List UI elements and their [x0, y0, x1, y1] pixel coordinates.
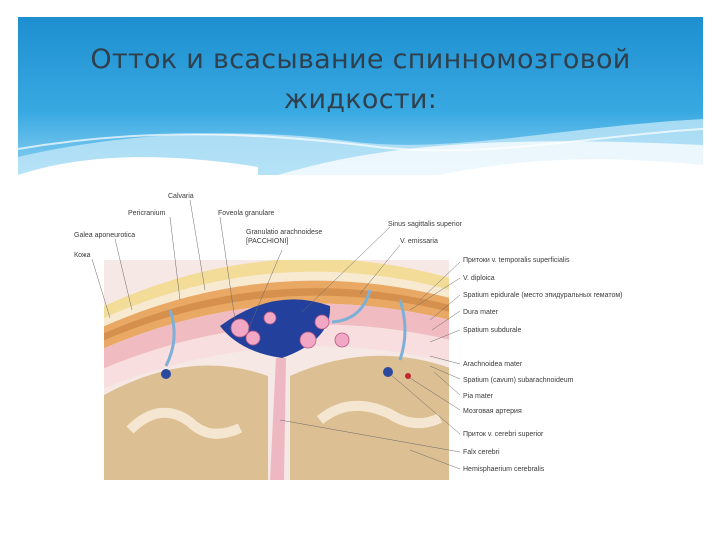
emissary-vein — [331, 289, 372, 324]
subarachnoid-space — [104, 324, 449, 389]
label-skin: Кожа — [74, 252, 91, 259]
leader-lines — [91, 199, 461, 470]
label-cerebral-artery: Мозговая артерия — [463, 408, 522, 415]
label-calvaria: Calvaria — [168, 193, 194, 200]
calvaria-bone — [104, 280, 449, 349]
cerebral-artery — [405, 373, 411, 379]
label-granulatio-line1: Granulatio arachnoidese — [246, 229, 322, 236]
label-v-emissaria: V. emissaria — [400, 238, 438, 245]
label-spatium-epidurale: Spatium epidurale (место эпидуральных ге… — [463, 292, 623, 299]
wave-background — [18, 17, 703, 175]
label-spatium-subarachnoideum: Spatium (cavum) subarachnoideum — [463, 377, 574, 384]
galea-layer — [104, 271, 449, 327]
arachnoid-granulations — [230, 311, 350, 349]
label-dura-mater: Dura mater — [463, 309, 499, 316]
slide-title-line-2: жидкости: — [283, 84, 438, 115]
label-pia-mater: Pia mater — [463, 393, 494, 400]
right-hemisphere — [290, 355, 449, 480]
dura-mater-layer — [104, 303, 449, 369]
label-hemisphaerium: Hemisphaerium cerebralis — [463, 466, 545, 473]
cerebral-vein — [161, 369, 171, 379]
falx-cerebri — [270, 358, 286, 480]
label-galea-aponeurotica: Galea aponeurotica — [74, 232, 135, 239]
cross-section-illustration — [104, 260, 449, 480]
label-arachnoidea: Arachnoidea mater — [463, 361, 523, 368]
label-v-cerebri-superior: Приток v. cerebri superior — [463, 431, 544, 438]
label-sinus-sagittalis: Sinus sagittalis superior — [388, 221, 463, 228]
label-temporalis-tributaries: Притоки v. temporalis superficialis — [463, 257, 570, 264]
diploic-vein — [164, 309, 176, 367]
skin-layer — [104, 260, 449, 319]
label-falx-cerebri: Falx cerebri — [463, 449, 500, 456]
label-granulatio-line2: [PACCHIONI] — [246, 238, 288, 245]
label-spatium-subdurale: Spatium subdurale — [463, 327, 521, 334]
slide-header-banner — [18, 17, 703, 175]
label-pericranium: Pericranium — [128, 210, 166, 217]
label-foveola-granulare: Foveola granulare — [218, 210, 275, 217]
slide-title: Отток и всасывание спинномозговой жидкос… — [18, 40, 703, 120]
slide-title-line-1: Отток и всасывание спинномозговой — [90, 44, 631, 75]
label-v-diploica: V. diploica — [463, 275, 495, 282]
meninges-diagram: Calvaria Pericranium Foveola granulare G… — [74, 193, 623, 480]
